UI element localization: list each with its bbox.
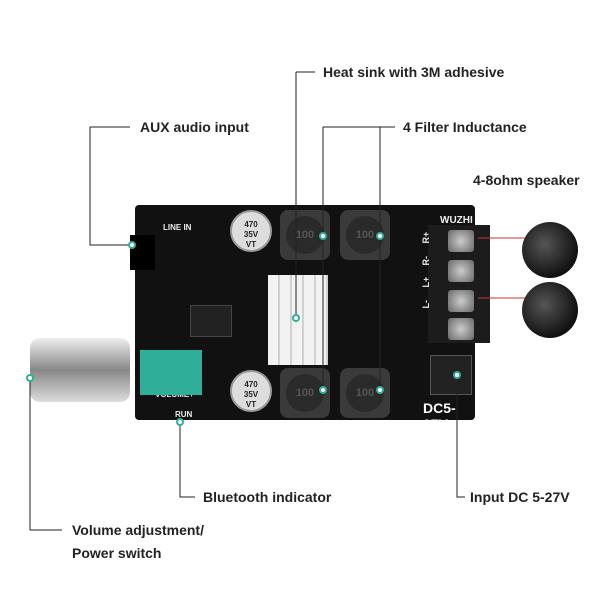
line-in-label: LINE IN	[163, 223, 192, 232]
speaker-callout: 4-8ohm speaker	[473, 172, 580, 188]
voltage-label: DC5-27V	[423, 400, 456, 432]
speaker-icon-2	[522, 282, 578, 338]
input-dc-callout: Input DC 5-27V	[470, 489, 570, 505]
brand-label: WUZHI	[440, 215, 473, 226]
run-label: RUN	[175, 410, 193, 419]
inductor-3: 100	[280, 368, 330, 418]
volume-callout-line2: Power switch	[72, 545, 162, 561]
dc-jack	[430, 355, 472, 395]
volume-potentiometer	[140, 350, 202, 395]
volume-callout-line1: Volume adjustment/	[72, 522, 204, 538]
chip	[190, 305, 232, 337]
heat-sink-callout: Heat sink with 3M adhesive	[323, 64, 505, 80]
speaker-icon-1	[522, 222, 578, 278]
filter-callout: 4 Filter Inductance	[403, 119, 527, 135]
aux-jack	[130, 235, 155, 270]
bluetooth-callout: Bluetooth indicator	[203, 489, 332, 505]
volume-knob	[30, 338, 130, 402]
terminal-block	[428, 225, 490, 343]
inductor-1: 100	[280, 210, 330, 260]
aux-callout: AUX audio input	[140, 119, 249, 135]
